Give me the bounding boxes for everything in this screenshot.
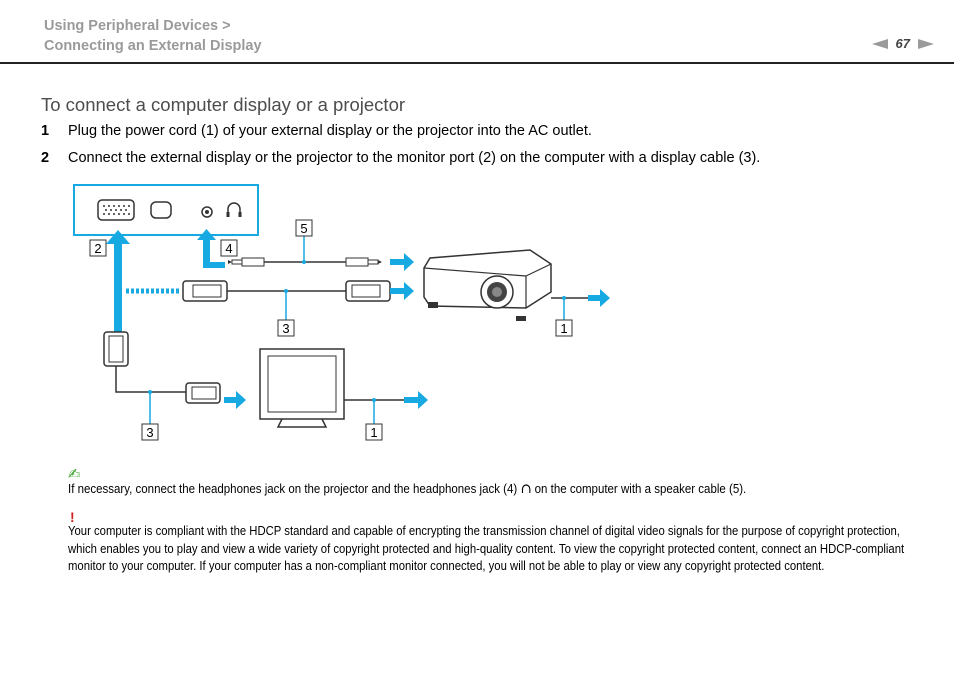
speaker-cable: [228, 236, 414, 271]
svg-text:1: 1: [370, 425, 377, 440]
headphones-jack-arrow: [197, 229, 225, 268]
note-text-before: If necessary, connect the headphones jac…: [68, 482, 521, 496]
svg-text:4: 4: [225, 241, 232, 256]
page-number: 67: [895, 36, 910, 51]
callout-3-top: 3: [277, 319, 295, 337]
warning-icon: !: [70, 509, 75, 525]
pencil-note-icon: ✍: [68, 466, 81, 483]
step-number: 2: [41, 150, 50, 166]
svg-text:3: 3: [146, 425, 153, 440]
step-number: 1: [41, 123, 50, 139]
breadcrumb-line-1[interactable]: Using Peripheral Devices >: [44, 18, 231, 34]
external-monitor: [259, 348, 428, 428]
svg-text:1: 1: [560, 321, 567, 336]
callout-5: 5: [295, 219, 313, 237]
monitor-port-arrow: [106, 230, 130, 332]
callout-2: 2: [89, 239, 107, 257]
callout-1-monitor: 1: [365, 423, 383, 441]
step-text: Plug the power cord (1) of your external…: [68, 123, 592, 139]
page-navigation: 67: [871, 36, 934, 51]
previous-page-icon[interactable]: [871, 38, 888, 49]
note-text-after: on the computer with a speaker cable (5)…: [531, 482, 747, 496]
step-text: Connect the external display or the proj…: [68, 150, 761, 166]
step-2: 2 Connect the external display or the pr…: [41, 150, 760, 166]
callout-4: 4: [220, 239, 238, 257]
header-divider: [0, 62, 954, 64]
svg-text:5: 5: [300, 221, 307, 236]
section-title: To connect a computer display or a proje…: [41, 94, 406, 115]
breadcrumb-line-2[interactable]: Connecting an External Display: [44, 38, 262, 54]
svg-text:2: 2: [94, 241, 101, 256]
callout-1-projector: 1: [555, 319, 573, 337]
step-1: 1 Plug the power cord (1) of your extern…: [41, 123, 592, 139]
connection-diagram: 2 4 5 3 1 3 1: [73, 184, 610, 441]
next-page-icon[interactable]: [918, 38, 934, 49]
svg-text:3: 3: [282, 321, 289, 336]
headphones-icon: [521, 484, 531, 493]
callout-3-bottom: 3: [141, 423, 159, 441]
note-text: If necessary, connect the headphones jac…: [68, 481, 859, 499]
computer-port-panel: [73, 184, 259, 236]
warning-text: Your computer is compliant with the HDCP…: [68, 524, 905, 573]
breadcrumb: Using Peripheral Devices > Connecting an…: [44, 16, 262, 56]
display-cable-projector: [182, 280, 414, 320]
projector: [423, 249, 610, 321]
display-cable-monitor: [103, 331, 246, 424]
